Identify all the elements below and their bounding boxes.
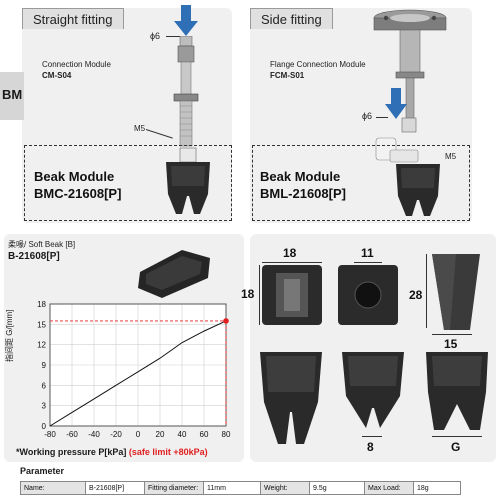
phi-6-label: ϕ6 [362,111,373,121]
param-maxload-key: Max Load: [364,481,414,495]
tab-straight-fitting[interactable]: Straight fitting [22,8,124,29]
chart-xlabel: *Working pressure P[kPa] (safe limit +80… [16,447,208,457]
plot-frame [49,303,227,427]
table-row: Name: B-21608[P] Fitting diameter: 11mm … [20,481,461,495]
dim-bottom-width: 8 [367,440,374,454]
dim-inner: 11 [361,246,374,260]
m5-label: M5 [134,124,146,133]
y-tick-label: 15 [37,320,46,329]
param-fitting-value: 11mm [203,481,261,495]
flange-connection-caption: Flange Connection Module [270,60,366,69]
series-line [49,320,227,427]
chart-xlabel-main: *Working pressure P[kPa] [16,447,127,457]
soft-beak-illustration [138,250,210,298]
beak-module-title: Beak Module [260,169,341,184]
x-tick-label: 40 [178,430,187,439]
section-view-illustration [338,265,398,325]
param-fitting-key: Fitting diameter: [144,481,204,495]
y-tick-label: 9 [42,361,47,370]
param-name-key: Name: [20,481,86,495]
dim-line [432,334,472,335]
soft-beak-label: 柔喙/ Soft Beak [B] [8,240,76,249]
bm-side-label: BM [2,87,23,102]
bm-side-box [0,72,24,120]
dim-line [262,262,322,263]
arrow-down-icon [174,5,198,36]
beak-front-illustration [342,352,404,428]
leader-line [166,36,184,37]
side-elbow-fitting-illustration [375,137,419,163]
parameter-table: Name: B-21608[P] Fitting diameter: 11mm … [20,481,461,495]
connection-module-model: CM-S04 [42,71,72,80]
dim-line [432,436,482,437]
beak-module-box-left [24,145,232,221]
top-view-illustration [262,265,322,325]
param-weight-key: Weight: [260,481,310,495]
beak-module-model: BMC-21608[P] [34,186,122,201]
beak-module-title: Beak Module [34,169,115,184]
beak-module-illustration [396,164,440,216]
dim-line [362,436,382,437]
leader-line [376,117,388,118]
dim-line [426,254,427,328]
dim-gap: G [451,440,461,454]
y-tick-label: 3 [42,402,47,411]
param-maxload-value: 18g [413,481,461,495]
y-tick-label: 6 [42,381,47,390]
side-view-illustration [432,254,480,330]
y-tick-label: 18 [37,300,46,309]
connection-module-caption: Connection Module [42,60,111,69]
x-tick-label: 0 [136,430,141,439]
x-tick-label: 80 [222,430,231,439]
m5-label: M5 [445,152,457,161]
side-fitting-illustration [373,9,447,133]
beak-module-box-right [252,145,470,221]
param-weight-value: 9.5g [309,481,365,495]
flange-connection-model: FCM-S01 [270,71,305,80]
safe-limit-marker [223,318,229,324]
beak-module-model: BML-21608[P] [260,186,346,201]
phi-6-label: ϕ6 [150,31,161,41]
y-tick-label: 0 [42,422,47,431]
x-tick-label: -20 [110,430,122,439]
x-tick-label: 60 [200,430,209,439]
dim-side-height: 18 [241,287,255,301]
dim-bottom: 15 [444,337,458,351]
soft-beak-model: B-21608[P] [8,251,60,262]
beak-side-open-illustration [426,352,488,430]
dim-line [259,265,260,325]
param-name-value: B-21608[P] [85,481,145,495]
beak-module-illustration [166,147,210,214]
straight-fitting-illustration [173,36,199,147]
dim-line [354,262,382,263]
beak-front-open-illustration [260,352,322,444]
arrow-down-icon [385,88,407,119]
tab-side-fitting[interactable]: Side fitting [250,8,333,29]
dim-top-width: 18 [283,246,297,260]
dim-depth: 28 [409,288,423,302]
chart-ylabel: 指间距 G/[mm] [5,309,14,362]
parameter-title: Parameter [20,466,65,476]
x-tick-label: -80 [44,430,56,439]
chart-xlabel-note: (safe limit +80kPa) [128,447,208,457]
pressure-gap-chart: 0 3 6 9 12 15 18 -80 -60 -40 -20 0 20 40 60 80 [37,300,231,439]
x-tick-label: -60 [66,430,78,439]
x-tick-label: 20 [156,430,165,439]
y-tick-label: 12 [37,341,46,350]
x-tick-label: -40 [88,430,100,439]
